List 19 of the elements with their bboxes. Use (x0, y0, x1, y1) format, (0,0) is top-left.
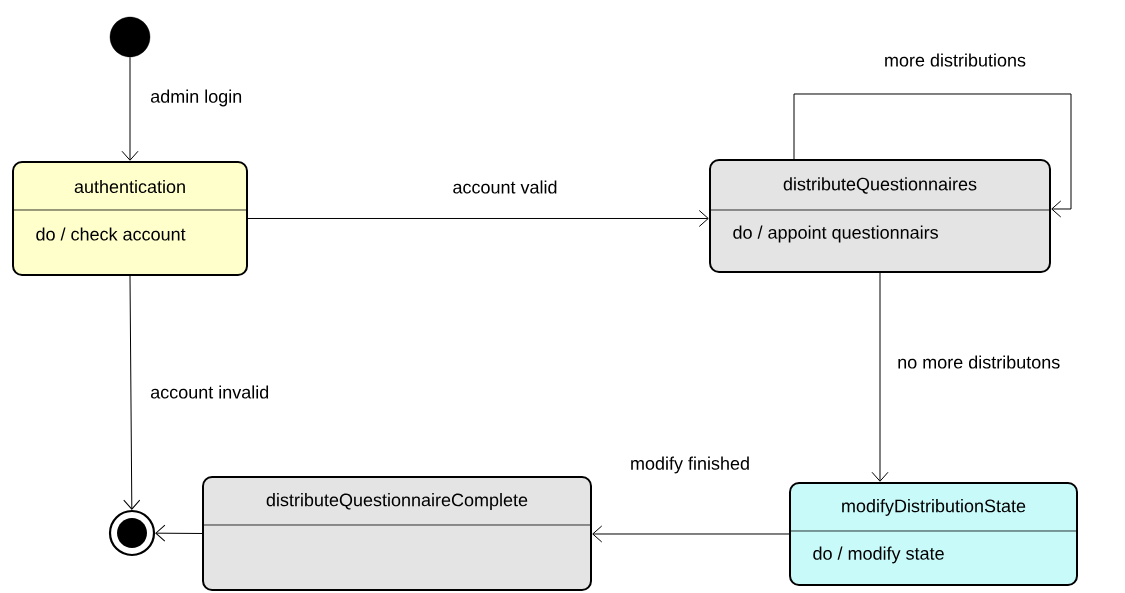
edge-label: account valid (450, 178, 560, 196)
state-box: authentication do / check account (11, 161, 249, 276)
transition-arrow (793, 93, 1072, 218)
transition-arrow (871, 272, 889, 482)
state-box: distributeQuestionnaires do / appoint questionnairs (708, 159, 1052, 273)
edge-label: modify finished (628, 454, 753, 476)
transition-arrow (247, 210, 709, 227)
state-box: modifyDistributionState do / modify state (788, 482, 1079, 586)
transition-arrow (121, 56, 139, 161)
initial-state (109, 16, 151, 58)
transition-arrow (123, 275, 141, 510)
final-state (108, 509, 156, 557)
edge-label: more distributions (882, 51, 1029, 69)
transition-arrow (155, 524, 203, 542)
edge-label: admin login (148, 87, 245, 109)
state-box: distributeQuestionnaireComplete (201, 476, 593, 591)
edge-label: account invalid (148, 383, 272, 401)
transition-arrow (592, 525, 790, 543)
edge-label: no more distributons (895, 353, 1063, 371)
